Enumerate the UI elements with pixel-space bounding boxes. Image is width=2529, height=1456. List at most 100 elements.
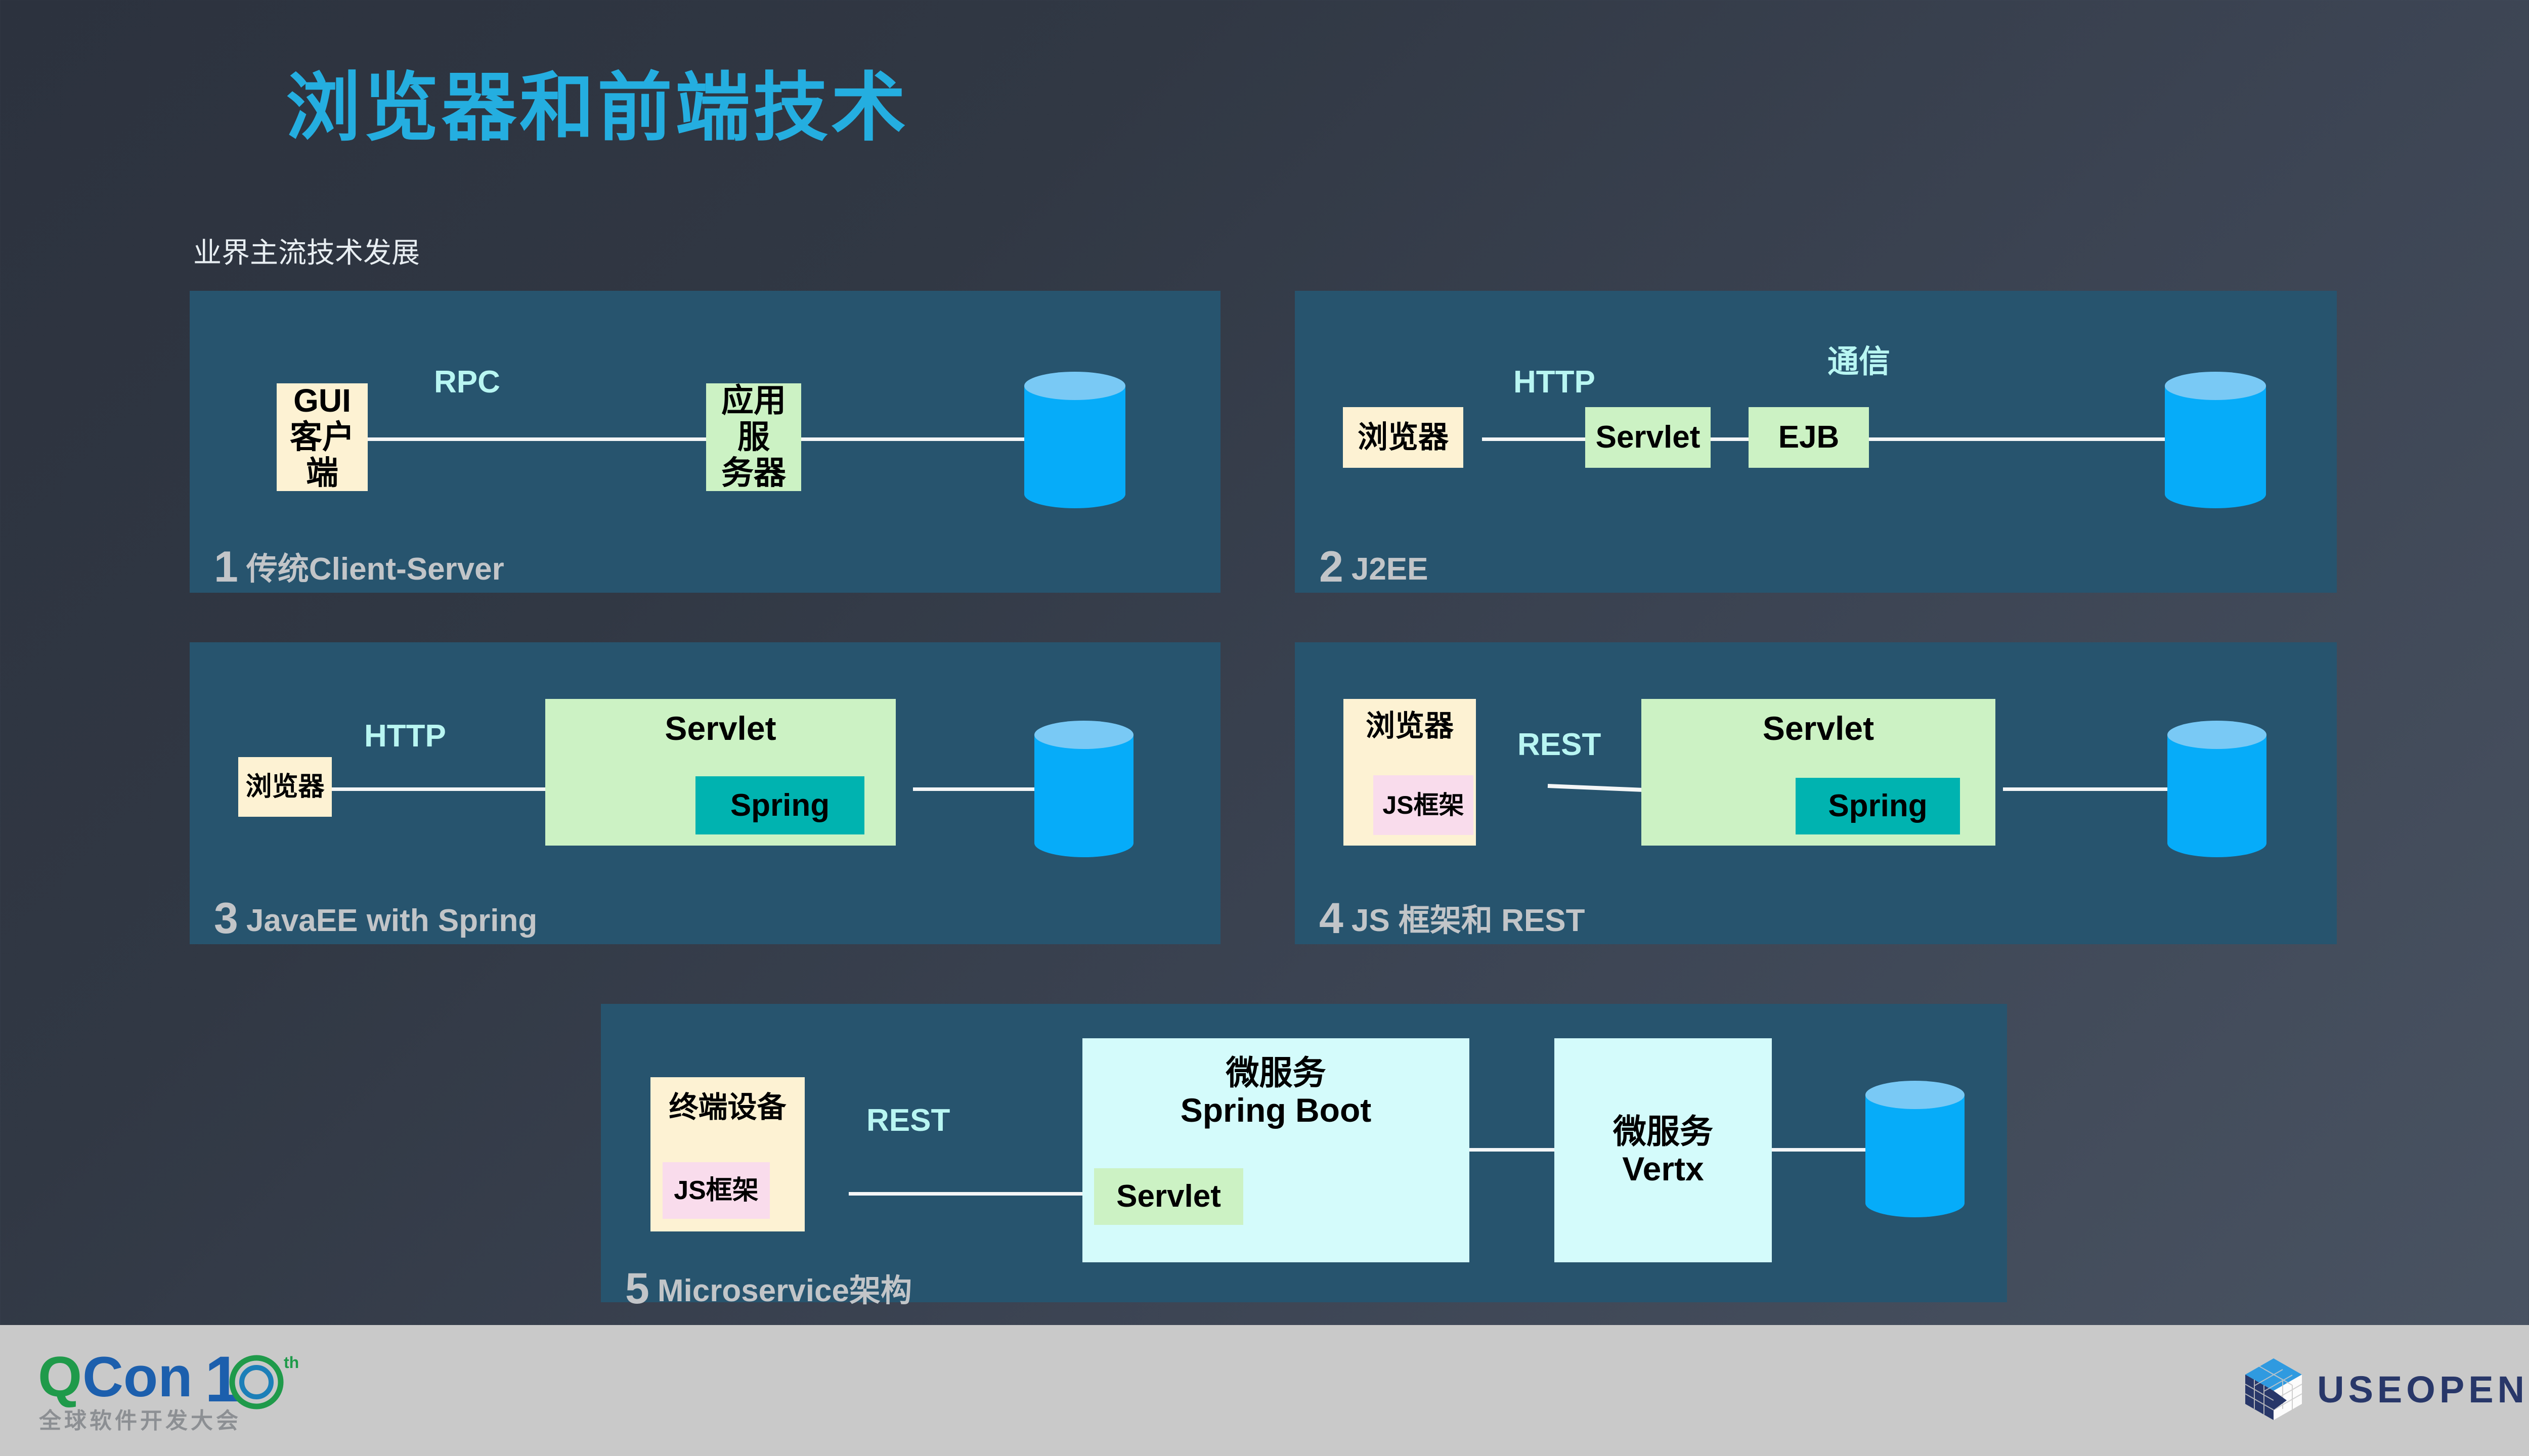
- database-cylinder: [1024, 372, 1125, 508]
- panel-caption-text: JavaEE with Spring: [246, 903, 538, 938]
- protocol-label-rest: REST: [1517, 727, 1601, 762]
- node-label-line: Servlet: [1762, 710, 1874, 747]
- qcon-logo: Q Con 1 th 全球软件开发大会: [38, 1343, 362, 1433]
- node-label-line: 微服务: [1613, 1112, 1713, 1150]
- panel-caption-text: JS 框架和 REST: [1351, 903, 1585, 938]
- node-label-line: 务器: [721, 455, 786, 492]
- node-js-framework[interactable]: JS框架: [663, 1162, 770, 1219]
- node-microservice-vertx[interactable]: 微服务 Vertx: [1554, 1038, 1772, 1262]
- node-label-line: GUI: [293, 382, 351, 419]
- node-label-line: 微服务: [1226, 1054, 1326, 1091]
- node-label-line: Spring: [730, 787, 830, 823]
- panel-caption-text: 传统Client-Server: [246, 552, 504, 587]
- node-label-line: JS框架: [674, 1175, 759, 1205]
- panel-number: 1: [214, 543, 238, 591]
- protocol-label-comm: 通信: [1827, 344, 1891, 379]
- cube-play-accent: [2274, 1391, 2287, 1410]
- protocol-label-rest: REST: [866, 1103, 950, 1138]
- database-cylinder: [1865, 1081, 1965, 1217]
- node-label-line: JS框架: [1382, 791, 1464, 819]
- cylinder-top: [1034, 721, 1133, 749]
- page-subtitle: 业界主流技术发展: [193, 237, 420, 269]
- node-browser[interactable]: 浏览器: [238, 757, 332, 817]
- connector-line: [913, 787, 1095, 791]
- node-label-line: Vertx: [1622, 1150, 1704, 1187]
- qcon-q-letter: Q: [38, 1346, 82, 1408]
- cylinder-top: [1865, 1081, 1965, 1109]
- database-cylinder: [2167, 721, 2266, 857]
- qcon-ring-outer: [229, 1355, 284, 1409]
- qcon-th-suffix: th: [284, 1353, 299, 1372]
- connector-line: [2003, 787, 2177, 791]
- cylinder-body: [2165, 386, 2266, 494]
- connector-line: [319, 787, 546, 791]
- database-cylinder: [2165, 372, 2266, 508]
- cylinder-body: [1034, 735, 1133, 843]
- connector-line: [1769, 1148, 1896, 1152]
- node-label-line: 浏览器: [1358, 420, 1449, 455]
- database-cylinder: [1034, 721, 1133, 857]
- node-label-line: 客户端: [290, 418, 355, 492]
- cylinder-top: [1024, 372, 1125, 400]
- page-title: 浏览器和前端技术: [286, 66, 909, 150]
- node-spring[interactable]: Spring: [1796, 778, 1960, 834]
- footer-bar: Q Con 1 th 全球软件开发大会 USEOPEN: [0, 1325, 2529, 1456]
- cube-left-face: [2245, 1375, 2274, 1420]
- panel-number: 5: [625, 1264, 649, 1313]
- qcon-logo-svg: Q Con 1 th 全球软件开发大会: [38, 1343, 299, 1433]
- node-label-line: Servlet: [665, 710, 776, 747]
- useopen-logo: USEOPEN: [2243, 1358, 2528, 1420]
- panel-number: 3: [214, 894, 238, 943]
- node-servlet[interactable]: Servlet: [1585, 407, 1711, 468]
- connector-line: [849, 1192, 1092, 1196]
- node-spring[interactable]: Spring: [695, 776, 864, 834]
- node-label-line: EJB: [1778, 420, 1840, 455]
- node-app-server[interactable]: 应用服 务器: [706, 382, 801, 492]
- cylinder-body: [2167, 735, 2266, 843]
- panel-caption-text: J2EE: [1351, 552, 1428, 587]
- qcon-ring-inner: [239, 1365, 274, 1399]
- cube-grid-lines: [2245, 1363, 2302, 1415]
- panel-microservice: 终端设备 JS框架 REST 微服务 Spring Boot Servlet 微…: [601, 1004, 2007, 1310]
- node-label-line: 浏览器: [245, 772, 325, 802]
- cylinder-top: [2167, 721, 2266, 749]
- panel-number: 2: [1319, 543, 1343, 591]
- node-label-line: 浏览器: [1365, 710, 1454, 742]
- cube-right-face: [2274, 1375, 2302, 1420]
- node-js-framework[interactable]: JS框架: [1373, 775, 1473, 835]
- useopen-cube-icon: [2245, 1358, 2302, 1420]
- cylinder-body: [1024, 386, 1125, 494]
- node-label-line: 应用服: [721, 382, 786, 455]
- useopen-wordmark: USEOPEN: [2317, 1368, 2528, 1410]
- qcon-tagline: 全球软件开发大会: [38, 1408, 241, 1433]
- node-gui-client[interactable]: GUI 客户端: [277, 382, 368, 492]
- protocol-label-http: HTTP: [1513, 365, 1595, 400]
- node-label-line: Servlet: [1116, 1179, 1221, 1214]
- connector-line: [1466, 1148, 1572, 1152]
- protocol-label-rpc: RPC: [434, 365, 500, 400]
- cylinder-body: [1865, 1095, 1965, 1203]
- node-label-line: Spring Boot: [1180, 1091, 1372, 1129]
- node-servlet[interactable]: Servlet: [1094, 1168, 1243, 1225]
- node-label-line: Spring: [1828, 788, 1928, 824]
- node-ejb[interactable]: EJB: [1749, 407, 1869, 468]
- protocol-label-http: HTTP: [364, 719, 446, 754]
- node-label-line: 终端设备: [669, 1091, 787, 1124]
- node-browser[interactable]: 浏览器: [1343, 407, 1463, 468]
- cylinder-top: [2165, 372, 2266, 400]
- panel-number: 4: [1319, 894, 1343, 943]
- node-microservice-spring-boot[interactable]: 微服务 Spring Boot: [1082, 1038, 1469, 1262]
- qcon-con-letters: Con: [82, 1346, 193, 1408]
- panel-caption-text: Microservice架构: [657, 1273, 912, 1308]
- qcon-ten-numeral: 1: [205, 1346, 241, 1416]
- node-label-line: Servlet: [1595, 420, 1700, 455]
